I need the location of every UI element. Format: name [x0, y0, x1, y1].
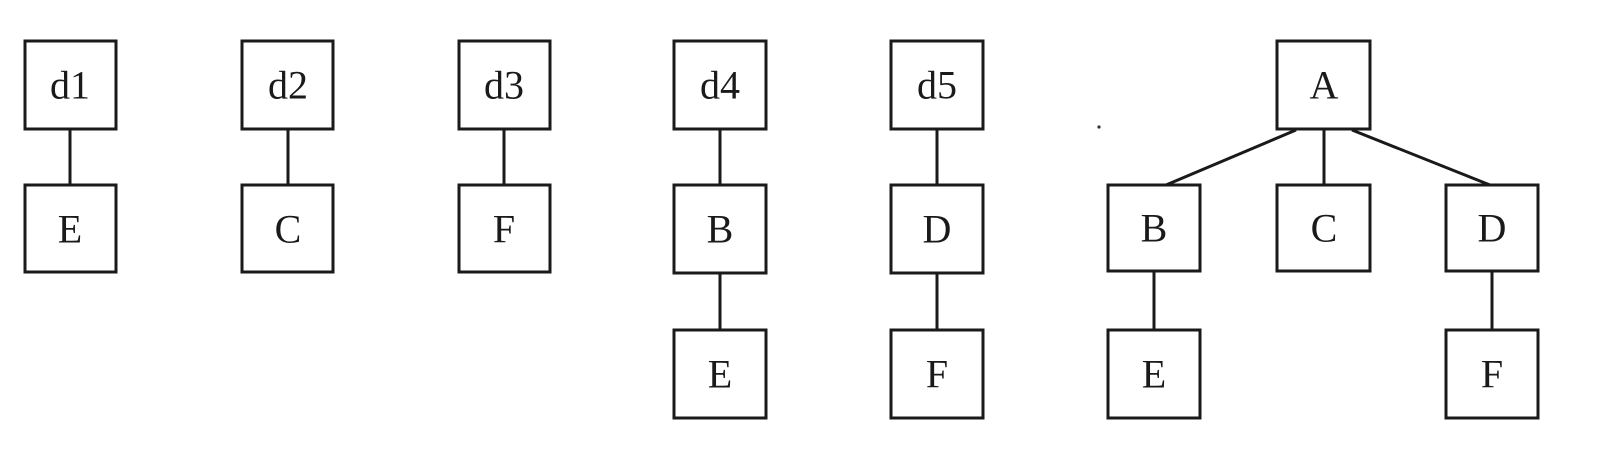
node-a-grandchild-e-label: E: [1142, 352, 1166, 397]
node-d4-grandchild-e: E: [672, 328, 768, 420]
node-d3-child-f: F: [457, 183, 552, 274]
node-a-child-d-label: D: [1478, 206, 1507, 251]
node-a-child-c: C: [1275, 183, 1372, 273]
node-a-child-b-label: B: [1141, 206, 1168, 251]
node-d5-grandchild-label: F: [926, 352, 948, 397]
edge-a-b: [1165, 128, 1297, 187]
node-a-root: A: [1275, 39, 1372, 131]
node-a-grandchild-f-label: F: [1481, 352, 1503, 397]
node-d3: d3: [457, 39, 552, 131]
node-d1: d1: [23, 39, 118, 131]
edge-a-d: [1351, 128, 1491, 187]
node-d5-grandchild-f: F: [889, 328, 985, 420]
node-a-child-c-label: C: [1311, 206, 1338, 251]
node-d4-child-b: B: [672, 183, 768, 275]
node-d1-child-e: E: [23, 183, 118, 274]
node-d5: d5: [889, 39, 985, 131]
node-d4: d4: [672, 39, 768, 131]
node-a-grandchild-f: F: [1444, 328, 1540, 420]
node-d4-label: d4: [700, 63, 740, 108]
node-d5-label: d5: [917, 63, 957, 108]
node-a-child-b: B: [1106, 183, 1202, 273]
node-d2-label: d2: [268, 63, 308, 108]
node-a-grandchild-e: E: [1106, 328, 1202, 420]
node-d2-child-c: C: [240, 183, 335, 274]
node-d2-child-label: C: [275, 207, 302, 252]
node-d3-label: d3: [484, 63, 524, 108]
node-d4-grandchild-label: E: [708, 352, 732, 397]
node-a-root-label: A: [1310, 63, 1339, 108]
node-d1-child-label: E: [58, 207, 82, 252]
node-d2: d2: [240, 39, 335, 131]
node-d3-child-label: F: [493, 207, 515, 252]
node-d1-label: d1: [50, 63, 90, 108]
node-a-child-d: D: [1444, 183, 1540, 273]
node-d5-child-d: D: [889, 183, 985, 275]
scan-speck: [1097, 125, 1101, 129]
node-d4-child-label: B: [707, 207, 734, 252]
edges: [68, 128, 1494, 330]
node-d5-child-label: D: [923, 207, 952, 252]
